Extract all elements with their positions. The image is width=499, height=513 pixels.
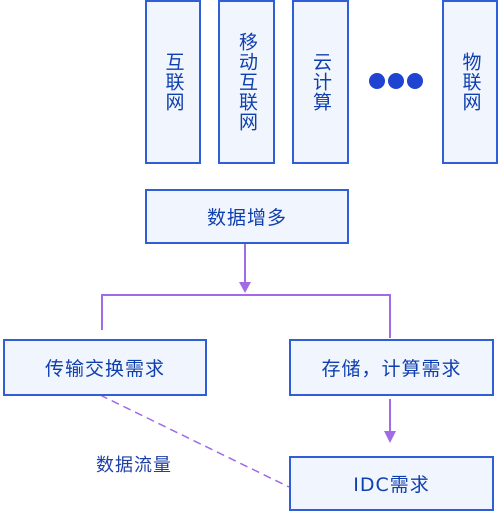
data-increase-box: 数据增多	[145, 189, 349, 244]
source-cloud-computing: 云计算	[292, 0, 349, 164]
arrow-head-branch	[239, 282, 251, 293]
branch-bracket	[101, 294, 391, 338]
source-iot: 物联网	[442, 0, 498, 164]
ellipsis-dot-2	[388, 73, 404, 89]
arrow-head-idc	[384, 431, 396, 443]
source-mobile-internet: 移动互联网	[218, 0, 275, 164]
source-internet: 互联网	[145, 0, 201, 164]
storage-compute-box: 存储，计算需求	[289, 339, 494, 396]
transfer-exchange-box: 传输交换需求	[3, 339, 207, 396]
idc-demand-box: IDC需求	[289, 456, 494, 511]
ellipsis-dot-1	[369, 73, 385, 89]
ellipsis-dot-3	[407, 73, 423, 89]
data-traffic-dashed-line	[99, 394, 290, 488]
data-traffic-label: 数据流量	[96, 455, 172, 476]
